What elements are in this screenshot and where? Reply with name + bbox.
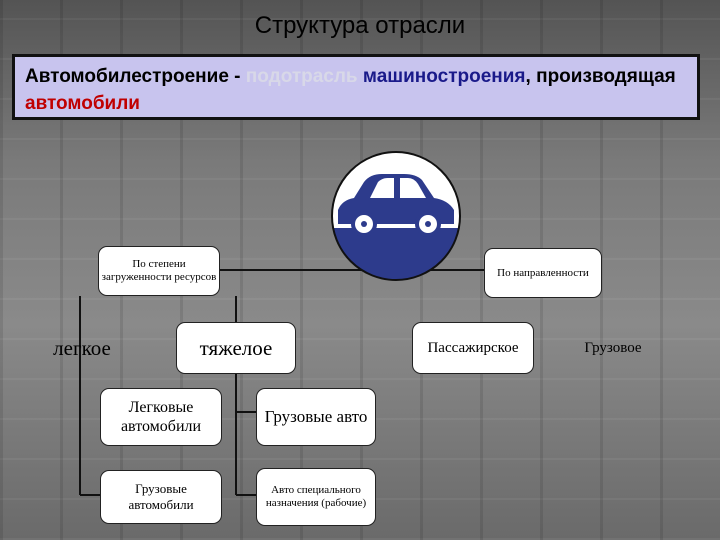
node-passenger-label: Пассажирское [427,339,519,356]
node-passenger: Пассажирское [412,322,534,374]
node-special-vehicles-label: Авто специального назначения (рабочие) [265,484,367,509]
node-by-orientation: По направленности [484,248,602,298]
node-special-vehicles: Авто специального назначения (рабочие) [256,468,376,526]
node-trucks-short: Грузовые авто [256,388,376,446]
node-trucks-label: Грузовые автомобили [128,481,194,512]
node-by-orientation-label: По направленности [497,266,589,279]
definition-part-2: подотрасль [245,66,358,87]
slide-title: Структура отрасли [254,12,466,39]
definition-part-3: машиностроения [357,66,526,87]
definition-part-4: , производящая [525,66,676,87]
node-by-resource-intensity-label: По степени загруженности ресурсов [101,258,217,283]
node-trucks: Грузовые автомобили [100,470,222,524]
node-cars-label: Легковые автомобили [120,399,202,435]
node-freight: Грузовое [560,322,666,374]
node-trucks-short-label: Грузовые авто [264,407,368,426]
node-light: легкое [30,322,134,374]
node-heavy-label: тяжелое [199,335,273,360]
node-by-resource-intensity: По степени загруженности ресурсов [98,246,220,296]
definition-part-5: автомобили [25,93,140,114]
definition-part-1: Автомобилестроение - [25,66,246,87]
node-heavy: тяжелое [176,322,296,374]
node-cars: Легковые автомобили [100,388,222,446]
node-light-label: легкое [53,335,111,360]
node-freight-label: Грузовое [584,339,642,356]
definition-box: Автомобилестроение - подотрасль машиност… [12,54,700,120]
car-logo-icon [331,151,461,281]
